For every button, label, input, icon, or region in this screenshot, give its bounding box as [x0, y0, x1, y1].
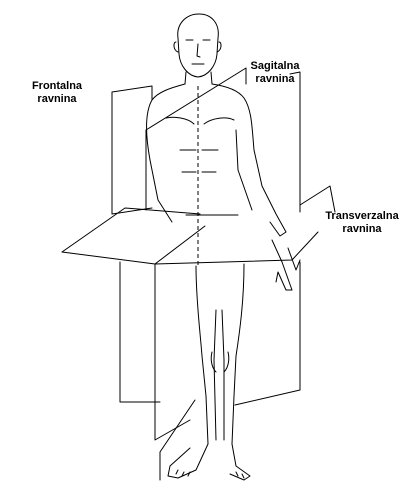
frontal-plane-label-line1: Frontalna — [22, 80, 92, 93]
frontal-plane — [112, 86, 195, 480]
transverse-plane-label: Transverzalna ravnina — [310, 210, 414, 236]
transverse-plane-label-line2: ravnina — [310, 223, 414, 236]
sagittal-plane-label-line2: ravnina — [245, 73, 305, 86]
sagittal-plane-label: Sagitalna ravnina — [245, 60, 305, 86]
transverse-plane — [62, 186, 335, 264]
frontal-plane-label-line2: ravnina — [22, 93, 92, 106]
frontal-plane-label: Frontalna ravnina — [22, 80, 92, 106]
sagittal-plane — [146, 68, 300, 440]
transverse-plane-label-line1: Transverzalna — [310, 210, 414, 223]
sagittal-plane-label-line1: Sagitalna — [245, 60, 305, 73]
